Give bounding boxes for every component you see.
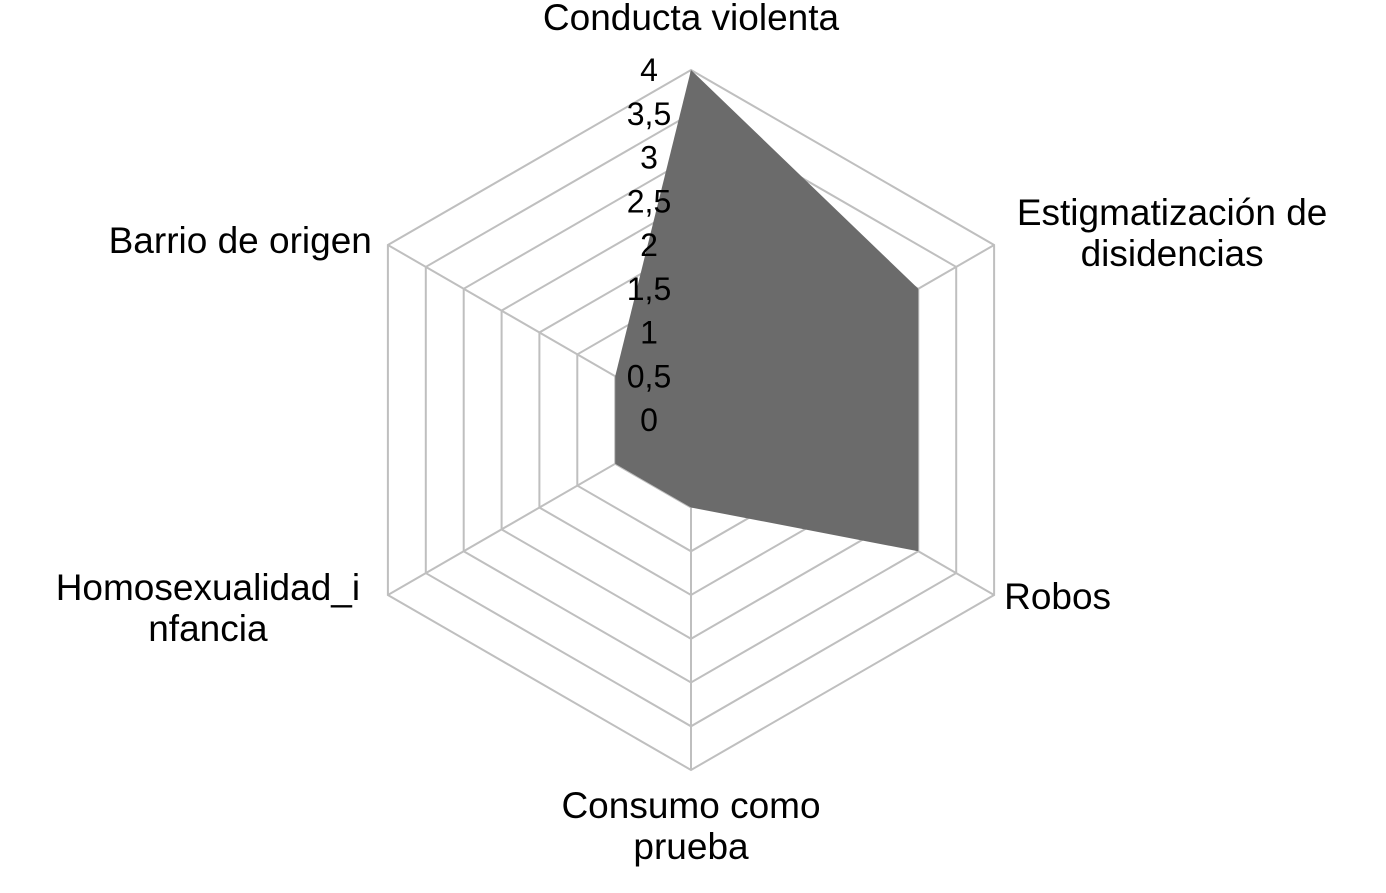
tick-label: 3 [640,140,658,176]
tick-label: 4 [640,52,658,88]
category-label: Conducta violenta [543,0,840,38]
category-label: Robos [1004,576,1111,617]
category-label-line: Robos [1004,576,1111,617]
category-label-line: prueba [633,826,749,867]
tick-label: 3,5 [627,96,671,132]
tick-label: 2 [640,227,658,263]
category-label-line: nfancia [148,608,268,649]
category-label: Barrio de origen [109,220,372,261]
tick-labels: 0 0,5 1 1,5 2 2,5 3 3,5 4 [627,52,671,438]
tick-label: 1,5 [627,271,671,307]
category-label-line: Homosexualidad_i [56,567,360,608]
series-area [615,70,919,552]
category-label-line: Conducta violenta [543,0,840,38]
tick-label: 0,5 [627,358,671,394]
category-label-line: Barrio de origen [109,220,372,261]
category-label-line: disidencias [1081,233,1264,274]
category-label-line: Estigmatización de [1017,192,1328,233]
tick-label: 1 [640,315,658,351]
data-layer [615,70,919,552]
category-label-line: Consumo como [561,785,820,826]
tick-label: 2,5 [627,183,671,219]
tick-label: 0 [640,402,658,438]
